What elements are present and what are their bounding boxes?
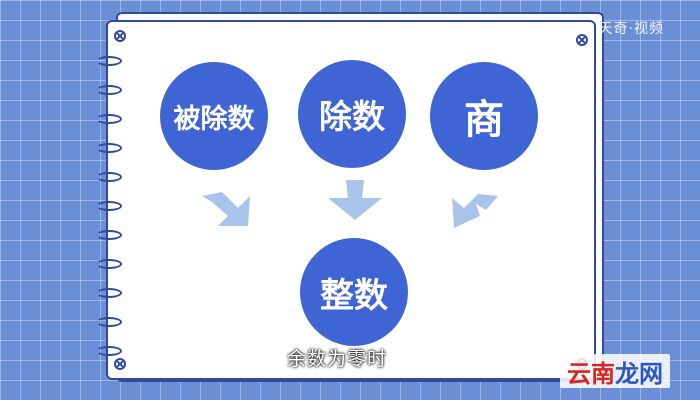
subtitle-caption: 余数为零时 [287,348,388,370]
screw-top-left [114,30,126,42]
circle-integer: 整数 [300,238,408,346]
spiral-ring [96,288,122,298]
spiral-ring [96,85,122,95]
logo-part-1: 云南 [567,359,615,388]
spiral-ring [96,114,122,124]
circle-divisor: 除数 [298,60,406,168]
screw-top-right [576,34,588,46]
spiral-ring [96,259,122,269]
circle-dividend: 被除数 [160,62,268,170]
spiral-ring [96,172,122,182]
circle-divisor-label: 除数 [319,97,385,136]
spiral-ring [96,201,122,211]
circle-dividend-label: 被除数 [173,103,255,135]
arrow-down-icon [328,180,382,220]
circle-integer-label: 整数 [320,275,388,316]
spiral-ring [96,346,122,356]
spiral-ring [96,56,122,66]
circle-quotient: 商 [430,62,538,170]
spiral-ring [96,143,122,153]
site-logo: 云南龙网 [560,354,670,388]
spiral-ring [96,230,122,240]
logo-part-2: 龙网 [615,359,663,388]
screw-bottom-left [114,358,126,370]
arrow-down-right-icon [202,192,250,226]
circle-quotient-label: 商 [464,97,504,143]
video-watermark: 天奇·视频 [598,21,664,37]
spiral-ring [96,317,122,327]
arrow-down-left-icon [452,194,498,228]
